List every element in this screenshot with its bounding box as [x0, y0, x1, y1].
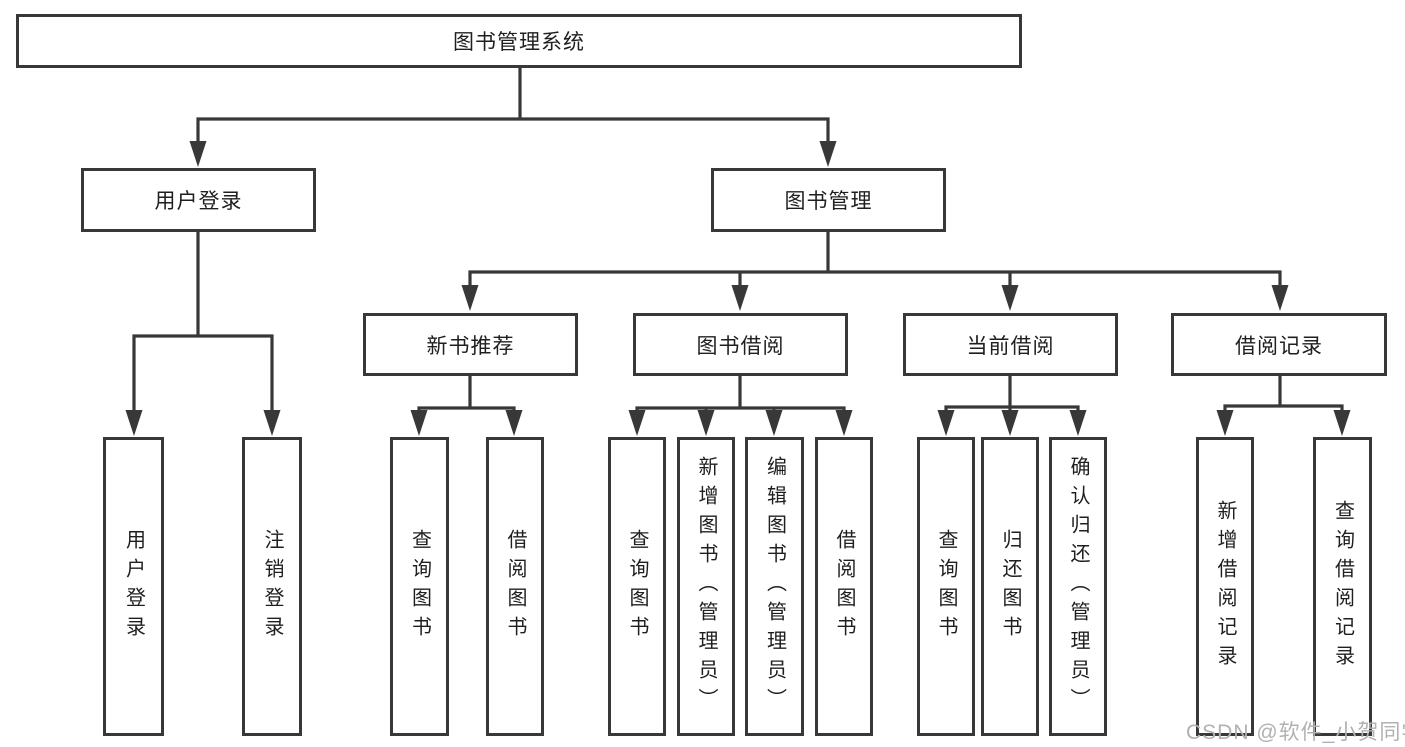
node-label: 当前借阅 — [966, 334, 1055, 358]
leaf-return-books: 归还图书 — [981, 437, 1039, 736]
edge-root-to-level2 — [196, 66, 830, 148]
leaf-label: 查询图书 — [626, 528, 648, 645]
leaf-label: 归还图书 — [999, 528, 1021, 645]
edge-borrowrecord-to-leaves — [1223, 374, 1344, 416]
node-label: 借阅记录 — [1235, 334, 1323, 358]
leaf-user-login: 用户登录 — [103, 437, 164, 736]
leaf-label: 借阅图书 — [504, 528, 526, 645]
leaf-query-books-borrow: 查询图书 — [608, 437, 666, 736]
leaf-label: 查询图书 — [408, 528, 431, 645]
arrowheads — [125, 141, 1351, 436]
leaf-query-books-newbook: 查询图书 — [390, 437, 449, 736]
leaf-label: 借阅图书 — [833, 528, 855, 645]
node-current-borrowing: 当前借阅 — [903, 313, 1118, 376]
leaf-add-borrow-record: 新增借阅记录 — [1196, 437, 1254, 736]
leaf-borrow-books-newbook: 借阅图书 — [486, 437, 544, 736]
leaf-logout: 注销登录 — [242, 437, 302, 736]
watermark: CSDN @软件_小贺同学 — [1186, 721, 1405, 744]
leaf-query-borrow-record: 查询借阅记录 — [1313, 437, 1372, 736]
leaf-label: 编辑图书（管理员） — [763, 456, 786, 717]
node-label: 图书管理 — [784, 190, 873, 213]
node-book-management: 图书管理 — [711, 168, 946, 232]
leaf-label: 新增借阅记录 — [1214, 499, 1236, 674]
leaf-label: 确认归还（管理员） — [1067, 456, 1089, 717]
node-user-login: 用户登录 — [81, 168, 316, 232]
edge-bookmgmt-to-level3 — [468, 230, 1282, 292]
node-new-book-recommend: 新书推荐 — [363, 313, 578, 376]
edge-userlogin-to-leaves — [132, 230, 274, 416]
edge-bookborrow-to-leaves — [635, 374, 846, 416]
leaf-query-books-current: 查询图书 — [917, 437, 975, 736]
node-label: 用户登录 — [154, 190, 243, 213]
node-label: 图书管理系统 — [453, 31, 585, 54]
leaf-edit-books-admin: 编辑图书（管理员） — [745, 437, 804, 736]
leaf-label: 用户登录 — [122, 528, 145, 645]
node-book-borrowing: 图书借阅 — [633, 313, 848, 376]
node-label: 新书推荐 — [426, 334, 515, 358]
leaf-add-books-admin: 新增图书（管理员） — [677, 437, 735, 736]
node-borrowing-records: 借阅记录 — [1171, 313, 1387, 376]
leaf-label: 新增图书（管理员） — [695, 456, 717, 717]
edge-newbook-to-leaves — [417, 374, 516, 416]
node-label: 图书借阅 — [696, 334, 785, 358]
leaf-label: 查询图书 — [935, 528, 957, 645]
leaf-label: 注销登录 — [261, 528, 283, 645]
node-library-management-system: 图书管理系统 — [16, 14, 1022, 68]
edge-currentborrow-to-leaves — [944, 373, 1080, 416]
leaf-confirm-return-admin: 确认归还（管理员） — [1049, 437, 1107, 736]
leaf-borrow-books: 借阅图书 — [815, 437, 873, 736]
leaf-label: 查询借阅记录 — [1331, 499, 1354, 674]
